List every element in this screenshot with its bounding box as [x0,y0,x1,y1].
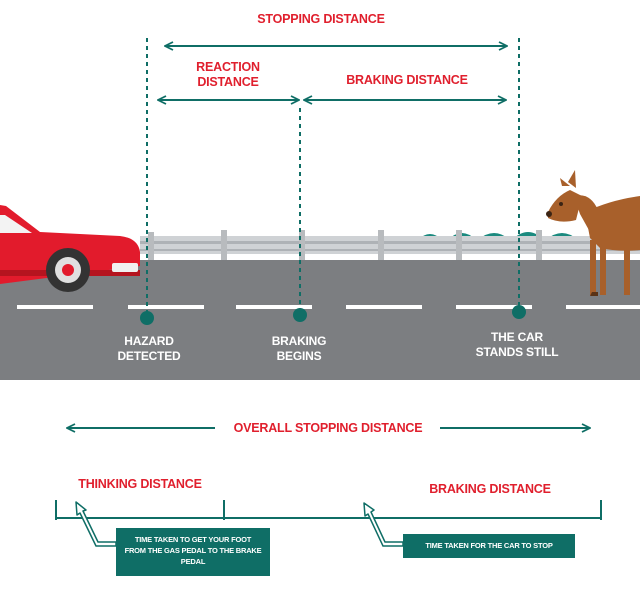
stopping-distance-label: STOPPING DISTANCE [257,12,385,26]
braking-note-text: TIME TAKEN FOR THE CAR TO STOP [425,541,553,550]
reaction-distance-line2: DISTANCE [197,75,259,89]
marker-lines [146,38,520,316]
braking-begins-label: BRAKING BEGINS [254,334,344,364]
thinking-note-text: TIME TAKEN TO GET YOUR FOOT FROM THE GAS… [124,535,262,566]
braking-begins-dot [293,308,307,322]
reaction-distance-line1: REACTION [196,60,260,74]
car-stands-still-line1: THE CAR [491,330,543,344]
deer-illustration [546,170,640,296]
guardrail [140,230,640,262]
car-illustration [0,205,140,292]
hazard-detected-line2: DETECTED [117,349,181,363]
reaction-distance-label: REACTION DISTANCE [180,60,276,90]
overall-stopping-distance-label: OVERALL STOPPING DISTANCE [233,421,423,435]
hazard-detected-label: HAZARD DETECTED [104,334,194,364]
hazard-dot [140,311,154,325]
thinking-note-box: TIME TAKEN TO GET YOUR FOOT FROM THE GAS… [116,528,270,576]
car-stands-still-line2: STANDS STILL [475,345,559,359]
lane-markings [17,305,640,309]
distance-scale [55,500,602,520]
bottom-braking-distance-label: BRAKING DISTANCE [429,482,551,496]
thinking-distance-label: THINKING DISTANCE [78,477,202,491]
car-stands-still-label: THE CAR STANDS STILL [462,330,572,360]
marker-dots [140,305,526,325]
top-arrows [158,46,507,100]
braking-begins-line2: BEGINS [276,349,322,363]
car-stands-still-dot [512,305,526,319]
braking-note-box: TIME TAKEN FOR THE CAR TO STOP [403,534,575,558]
braking-distance-label: BRAKING DISTANCE [346,73,468,87]
road [0,260,640,380]
hazard-detected-line1: HAZARD [124,334,174,348]
braking-begins-line1: BRAKING [271,334,327,348]
